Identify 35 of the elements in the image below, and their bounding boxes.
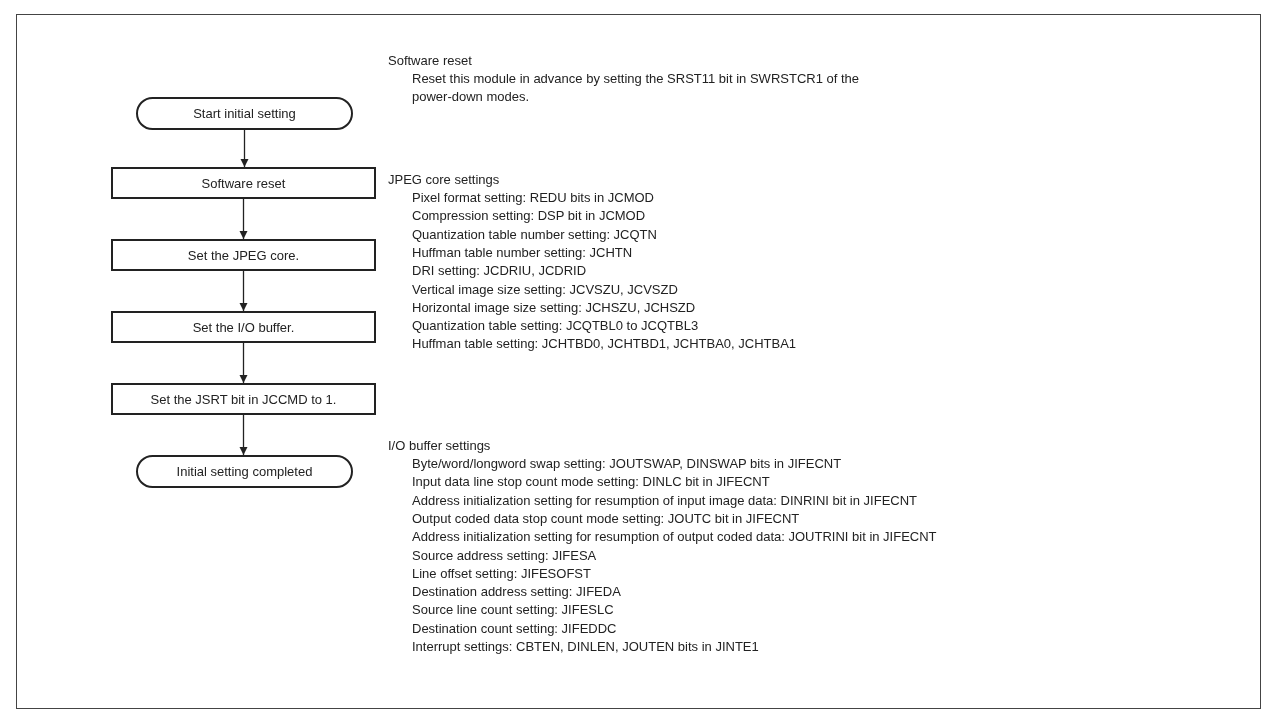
setting-item: Address initialization setting for resumption of input image data: DINRINI bit in JIFECNT (412, 491, 918, 510)
section-heading: I/O buffer settings (388, 437, 491, 455)
setting-item: Destination count setting: JIFEDDC (412, 619, 617, 638)
setting-item: Vertical image size setting: JCVSZU, JCVSZD (412, 280, 678, 299)
setting-item: Destination address setting: JIFEDA (412, 583, 621, 602)
setting-item: Address initialization setting for resumption of output coded data: JOUTRINI bit in JIFECNT (412, 528, 937, 547)
process-box: Set the I/O buffer. (111, 311, 376, 343)
setting-item: Huffman table setting: JCHTBD0, JCHTBD1, JCHTBA0, JCHTBA1 (412, 335, 797, 354)
setting-item: DRI setting: JCDRIU, JCDRID (412, 262, 587, 281)
setting-item: Horizontal image size setting: JCHSZU, JCHSZD (412, 298, 696, 317)
setting-item: Quantization table setting: JCQTBL0 to JCQTBL3 (412, 317, 699, 336)
process-box: Set the JSRT bit in JCCMD to 1. (111, 383, 376, 415)
setting-item: Line offset setting: JIFESOFST (412, 564, 591, 583)
arrow (239, 198, 248, 240)
section-heading: Software reset (388, 52, 472, 70)
arrow (239, 270, 248, 312)
setting-item: Input data line stop count mode setting: DINLC bit in JIFECNT (412, 473, 770, 492)
setting-item: Output coded data stop count mode setting: JOUTC bit in JIFECNT (412, 509, 800, 528)
setting-item: Pixel format setting: REDU bits in JCMOD (412, 189, 654, 207)
setting-item: Compression setting: DSP bit in JCMOD (412, 207, 646, 226)
setting-item: Interrupt settings: CBTEN, DINLEN, JOUTEN bits in JINTE1 (412, 638, 759, 656)
arrow (239, 342, 248, 384)
arrow (239, 414, 248, 456)
terminal-node: Initial setting completed (136, 455, 353, 488)
setting-item: Source line count setting: JIFESLC (412, 601, 614, 620)
setting-item: Quantization table number setting: JCQTN (412, 225, 657, 244)
process-box: Set the JPEG core. (111, 239, 376, 271)
setting-item: Source address setting: JIFESA (412, 546, 597, 565)
setting-item: Byte/word/longword swap setting: JOUTSWAP, DINSWAP bits in JIFECNT (412, 455, 842, 473)
terminal-node: Start initial setting (136, 97, 353, 130)
setting-item: Huffman table number setting: JCHTN (412, 243, 633, 262)
process-box: Software reset (111, 167, 376, 199)
section-heading: JPEG core settings (388, 171, 500, 189)
arrow (240, 129, 249, 168)
note-text: Reset this module in advance by setting the SRST11 bit in SWRSTCR1 of the power-down modes. (412, 70, 861, 106)
